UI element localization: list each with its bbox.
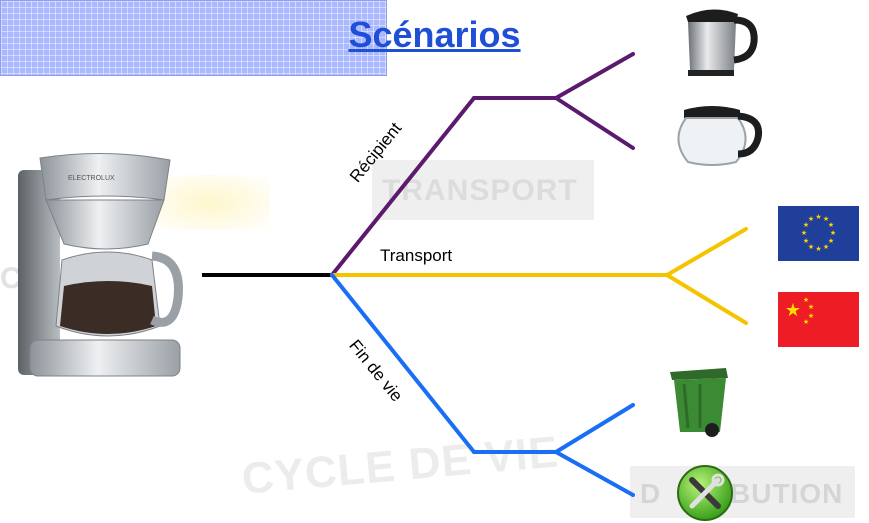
bg-yellow-haze bbox=[150, 175, 270, 230]
svg-text:★: ★ bbox=[815, 213, 821, 221]
svg-text:ELECTROLUX: ELECTROLUX bbox=[68, 175, 115, 182]
svg-text:★: ★ bbox=[815, 245, 821, 253]
svg-text:★: ★ bbox=[803, 237, 809, 245]
svg-text:★: ★ bbox=[830, 229, 836, 237]
svg-text:★: ★ bbox=[803, 318, 809, 326]
coffee-maker-icon: ELECTROLUX bbox=[18, 152, 183, 377]
svg-text:★: ★ bbox=[801, 229, 807, 237]
end-of-life-branch bbox=[330, 273, 635, 497]
bg-transport-box bbox=[372, 160, 594, 220]
recipient-branch bbox=[330, 52, 635, 277]
svg-text:★: ★ bbox=[823, 215, 829, 223]
china-flag-icon: ★ ★★ ★★ bbox=[778, 292, 859, 347]
glass-carafe-icon bbox=[677, 106, 763, 166]
svg-text:★: ★ bbox=[808, 215, 814, 223]
svg-text:★: ★ bbox=[785, 300, 801, 321]
title-box: Scénarios bbox=[0, 0, 521, 76]
page-title: Scénarios bbox=[348, 14, 521, 55]
svg-text:★: ★ bbox=[828, 237, 834, 245]
bg-distribution-box bbox=[630, 466, 855, 518]
bg-transport-word: TRANSPORT bbox=[382, 174, 578, 207]
svg-text:★: ★ bbox=[803, 221, 809, 229]
bg-distribution-right: BUTION bbox=[730, 478, 844, 509]
branch-label-transport: Transport bbox=[380, 246, 453, 265]
svg-text:★: ★ bbox=[808, 303, 814, 311]
bg-distribution-left: D bbox=[640, 478, 662, 509]
transport-branch bbox=[330, 227, 748, 325]
eu-flag-icon: ★★★ ★★★ ★★★ ★★★ bbox=[778, 206, 859, 261]
svg-text:★: ★ bbox=[823, 243, 829, 251]
thermal-carafe-icon bbox=[686, 9, 758, 76]
wheelie-bin-icon bbox=[670, 368, 728, 437]
svg-text:★: ★ bbox=[803, 296, 809, 304]
svg-text:★: ★ bbox=[808, 243, 814, 251]
svg-text:★: ★ bbox=[828, 221, 834, 229]
repair-tools-icon bbox=[677, 465, 733, 521]
svg-text:★: ★ bbox=[808, 312, 814, 320]
